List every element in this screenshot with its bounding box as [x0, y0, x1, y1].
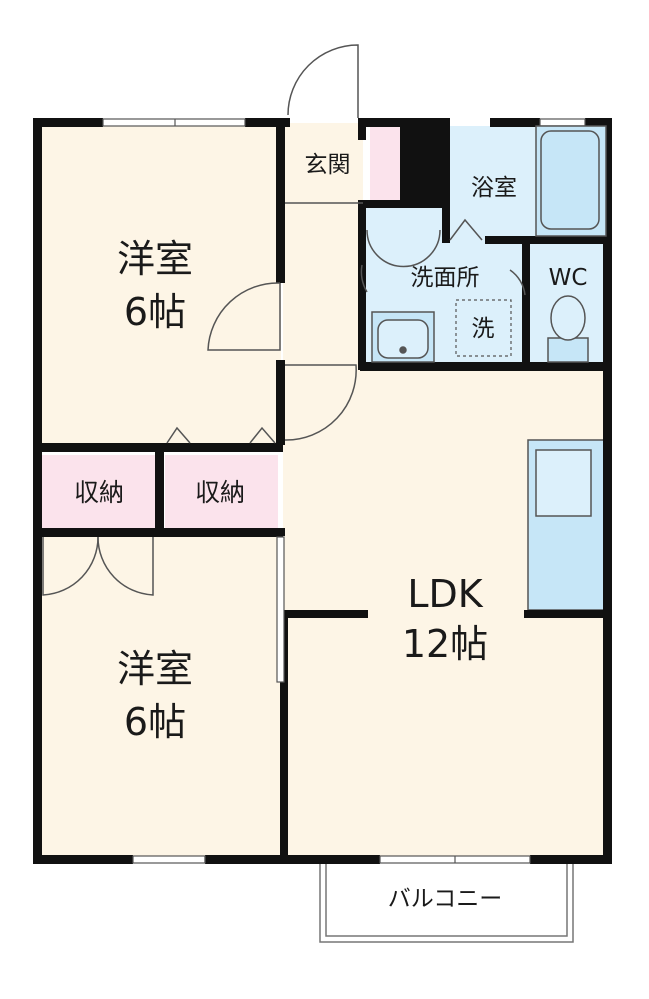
- doors: [42, 44, 526, 596]
- washer-space: [455, 299, 512, 357]
- room-size-western-top: 6帖: [123, 290, 187, 334]
- floor-western-top: [38, 123, 281, 446]
- floor-shoe-cabinet: [370, 126, 400, 201]
- room-name-bathroom: 浴室: [471, 175, 517, 201]
- room-name-washroom: 洗面所: [410, 265, 480, 291]
- room-name-western-top: 洋室: [116, 237, 193, 281]
- walls: [33, 118, 612, 864]
- room-name-storage-right: 収納: [194, 478, 245, 507]
- floor-hallway: [283, 123, 363, 368]
- room-name-entrance: 玄関: [304, 152, 351, 178]
- washbasin: [371, 311, 435, 363]
- room-name-storage-left: 収納: [73, 478, 124, 507]
- room-name-washer: 洗: [471, 316, 495, 342]
- room-size-western-bottom: 6帖: [123, 700, 187, 744]
- room-name-western-bottom: 洋室: [116, 647, 193, 691]
- toilet: [547, 295, 589, 363]
- floor-storage-left: [41, 455, 156, 528]
- windows: [102, 118, 586, 864]
- floor-western-bottom: [38, 533, 283, 860]
- room-name-ldk: LDK: [407, 572, 483, 616]
- room-name-toilet: WC: [548, 265, 588, 291]
- floor-storage-right: [165, 455, 278, 528]
- room-name-balcony: バルコニー: [387, 886, 503, 912]
- room-size-ldk: 12帖: [401, 622, 489, 666]
- balcony: [319, 860, 574, 943]
- bathtub: [535, 125, 607, 237]
- kitchen-sink: [535, 449, 592, 517]
